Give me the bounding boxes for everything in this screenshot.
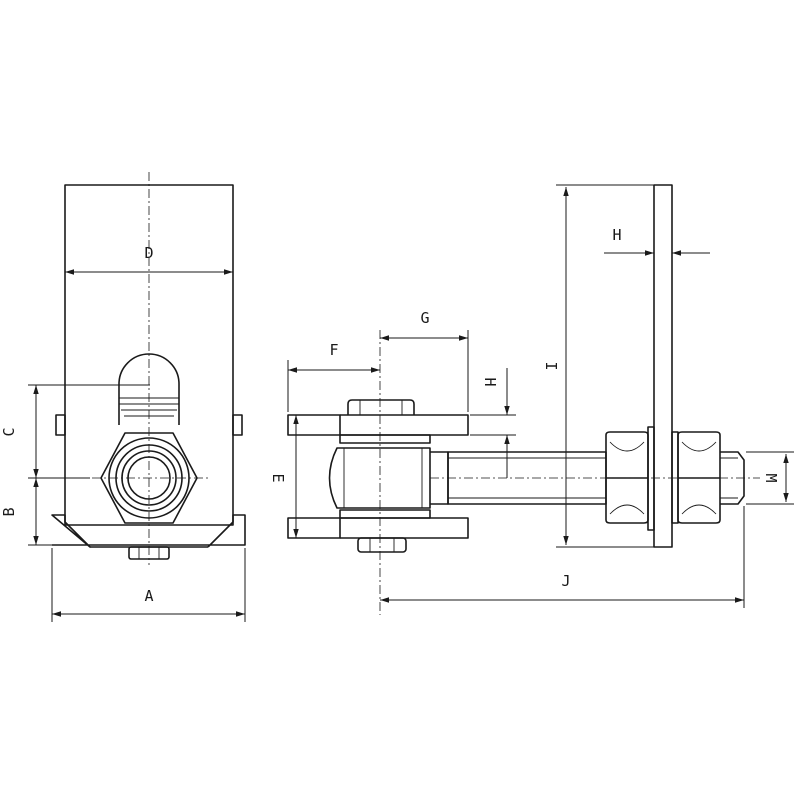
label-h-plate: H	[612, 226, 621, 244]
label-e: E	[269, 473, 287, 482]
right-tab	[232, 414, 243, 436]
hex-nut-2	[677, 431, 721, 524]
upper-fork-arm	[287, 414, 341, 436]
side-dimensions: F G H E I H J M	[269, 184, 794, 608]
top-cap	[347, 399, 415, 415]
front-bracket	[51, 514, 246, 548]
side-bottom-nut	[357, 537, 407, 553]
label-f: F	[329, 341, 338, 359]
label-b: B	[0, 507, 18, 516]
front-dimensions: D A C B	[0, 244, 246, 622]
eye-joint	[328, 447, 431, 509]
vertical-plate	[653, 184, 673, 548]
label-m: M	[762, 473, 780, 482]
label-h-arm: H	[481, 377, 499, 386]
side-view	[287, 184, 760, 615]
label-i: I	[542, 361, 560, 370]
label-d: D	[144, 244, 153, 262]
front-view	[51, 172, 246, 565]
label-j: J	[561, 572, 570, 590]
label-a: A	[144, 587, 153, 605]
washer	[647, 426, 655, 531]
label-c: C	[0, 427, 18, 436]
lower-fork-arm	[287, 517, 341, 539]
left-tab	[55, 414, 66, 436]
label-g: G	[420, 309, 429, 327]
